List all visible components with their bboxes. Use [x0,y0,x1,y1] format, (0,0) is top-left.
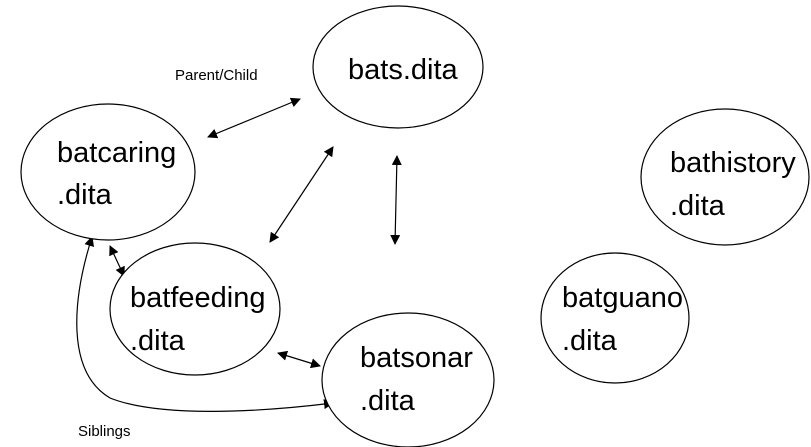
node-batguano-line-1: batguano [562,282,683,314]
node-batsonar-line-2: .dita [360,385,416,417]
node-bathistory-line-1: bathistory [670,147,796,179]
node-bats-shape [312,5,484,129]
node-batfeeding-line-2: .dita [130,325,186,357]
node-bathistory-line-2: .dita [670,190,726,222]
siblings-label: Siblings [78,423,131,440]
edge-batcaring-batfeeding [109,245,125,277]
node-batfeeding-shape [109,242,281,376]
node-batcaring: batcaring .dita [20,103,196,241]
node-batguano: batguano .dita [540,252,690,384]
node-batfeeding: batfeeding .dita [109,242,281,376]
node-batcaring-shape [20,103,196,241]
edge-batfeeding-bats [269,146,334,243]
node-bathistory-shape [640,108,810,246]
node-batguano-line-2: .dita [562,325,618,357]
edge-batcaring-batsonar [76,236,334,412]
parent-child-label: Parent/Child [175,67,258,84]
node-bats: bats.dita [312,5,484,129]
node-batcaring-line-2: .dita [57,179,113,211]
node-batsonar: batsonar .dita [321,312,495,447]
node-batsonar-shape [321,312,495,447]
edge-batcaring-bats [207,97,301,139]
node-batguano-shape [540,252,690,384]
node-batsonar-line-1: batsonar [360,342,473,374]
node-bats-line-1: bats.dita [348,54,458,86]
edge-batfeeding-batsonar [277,350,321,369]
edges [76,97,402,412]
node-batcaring-line-1: batcaring [57,137,176,169]
node-batfeeding-line-1: batfeeding [130,282,265,314]
node-bathistory: bathistory .dita [640,108,810,246]
edge-batsonar-bats [390,155,402,245]
